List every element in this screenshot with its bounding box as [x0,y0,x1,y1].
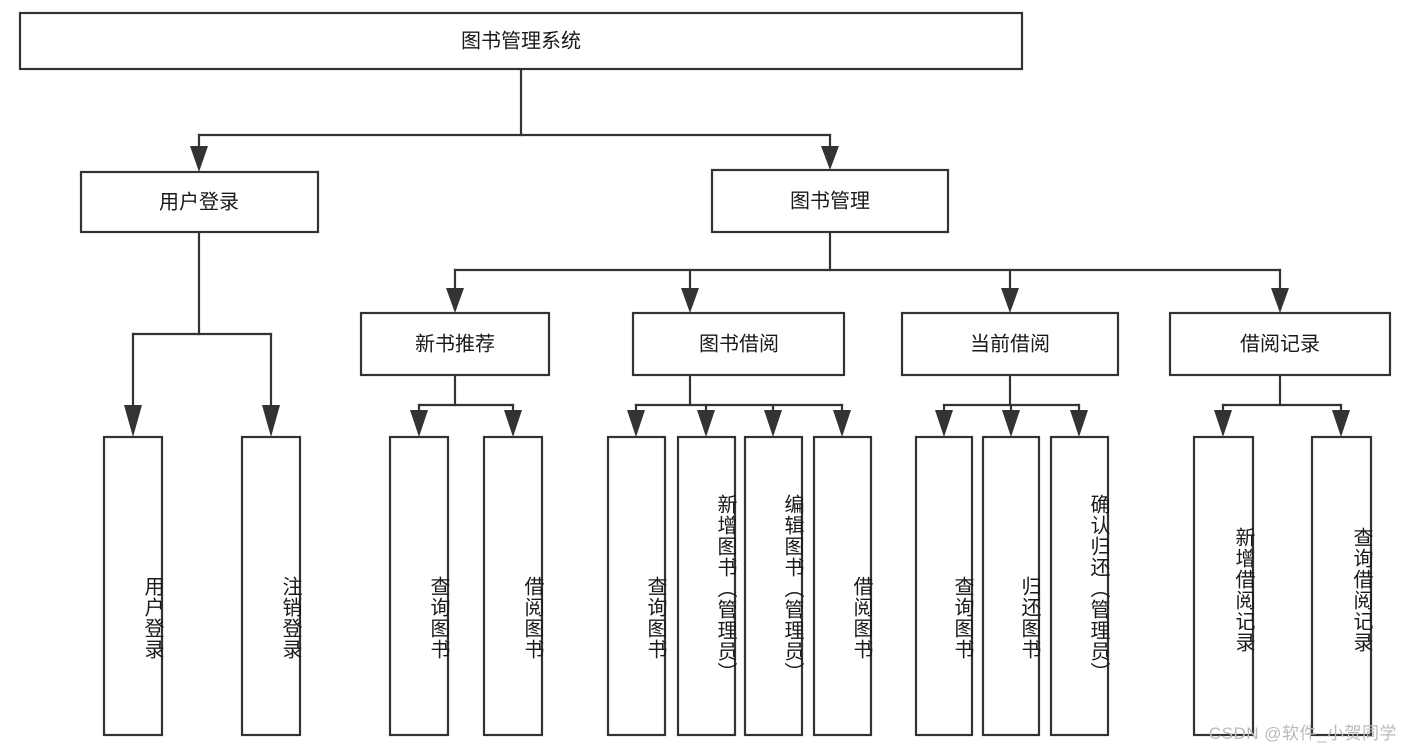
node-layer [18,11,1392,737]
node-borrow-record[interactable] [1168,311,1392,377]
arrowhead-leaf-cb-query [935,410,953,437]
arrowhead-user-login [190,146,208,172]
arrowhead-leaf-bb-borrow [833,410,851,437]
arrowhead-leaf-bb-query [627,410,645,437]
node-root-label: 图书管理系统 [461,29,581,52]
node-leaf-user-login[interactable] [102,435,164,737]
node-leaf-logout[interactable] [240,435,302,737]
arrowhead-new-book-rec [446,288,464,313]
node-book-borrow-label: 图书借阅 [699,332,779,355]
node-leaf-br-query[interactable] [1310,435,1373,737]
csdn-watermark: CSDN @软件_小贺同学 [1208,724,1397,743]
node-current-borrow-label: 当前借阅 [970,332,1050,355]
node-leaf-br-add[interactable] [1192,435,1255,737]
arrowhead-leaf-rec-query [410,410,428,437]
arrowhead-leaf-bb-edit [764,410,782,437]
node-new-book-rec-label: 新书推荐 [415,332,495,355]
node-leaf-bb-edit[interactable] [743,435,804,737]
node-leaf-cb-confirm[interactable] [1049,435,1110,737]
node-leaf-bb-query[interactable] [606,435,667,737]
arrowhead-leaf-br-add [1214,410,1232,437]
horizontal-label-layer: 图书管理系统 用户登录 图书管理 新书推荐 图书借阅 当前借阅 借阅记录 [159,29,1320,355]
node-leaf-bb-add[interactable] [676,435,737,737]
node-borrow-record-label: 借阅记录 [1240,332,1320,355]
arrowhead-book-borrow [681,288,699,313]
arrowhead-leaf-rec-borrow [504,410,522,437]
node-leaf-cb-return[interactable] [981,435,1041,737]
arrowhead-current-borrow [1001,288,1019,313]
arrowhead-leaf-logout [262,405,280,437]
node-root[interactable] [18,11,1024,71]
node-leaf-bb-borrow[interactable] [812,435,873,737]
node-current-borrow[interactable] [900,311,1120,377]
arrowhead-leaf-cb-confirm [1070,410,1088,437]
arrowhead-leaf-cb-return [1002,410,1020,437]
node-user-login[interactable] [79,170,320,234]
arrowhead-borrow-record [1271,288,1289,313]
node-book-mgmt-label: 图书管理 [790,189,870,212]
node-leaf-rec-query[interactable] [388,435,450,737]
arrowhead-leaf-user-login [124,405,142,437]
arrowhead-leaf-bb-add [697,410,715,437]
arrowhead-book-mgmt [821,146,839,170]
arrowhead-leaf-br-query [1332,410,1350,437]
node-leaf-cb-query[interactable] [914,435,974,737]
connector-layer [124,67,1350,437]
node-book-mgmt[interactable] [710,168,950,234]
node-book-borrow[interactable] [631,311,846,377]
node-user-login-label: 用户登录 [159,190,239,213]
node-new-book-rec[interactable] [359,311,551,377]
node-leaf-rec-borrow[interactable] [482,435,544,737]
